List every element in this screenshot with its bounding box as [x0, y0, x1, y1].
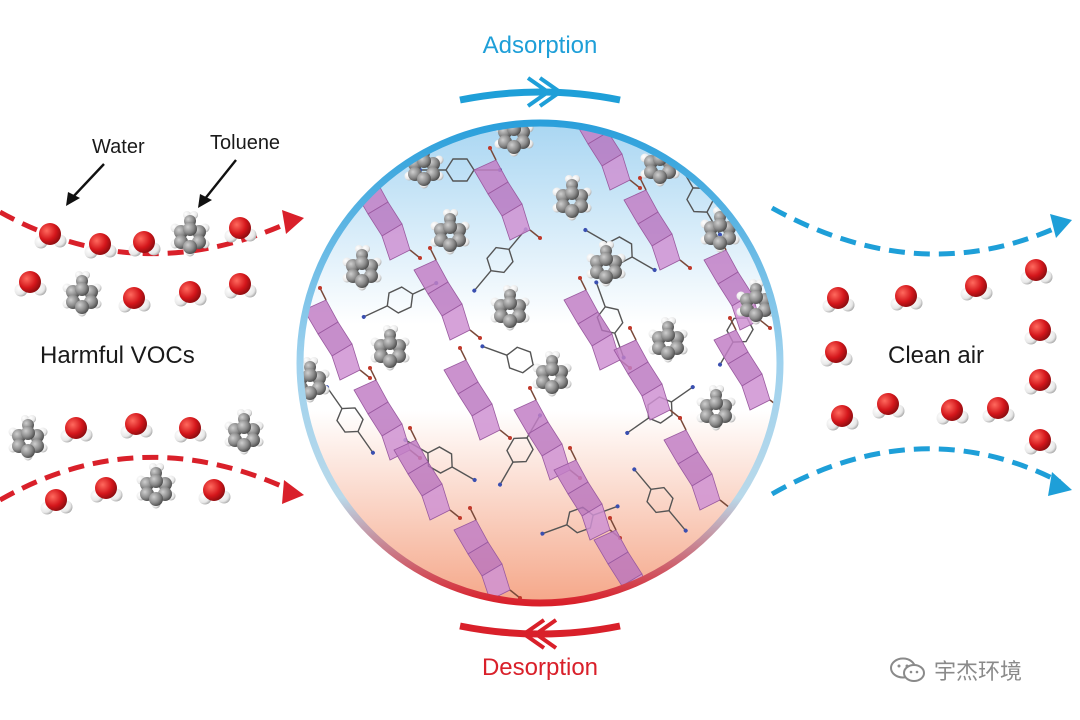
wechat-icon — [890, 657, 925, 682]
desorption-label: Desorption — [481, 654, 599, 681]
arrowhead-icon — [198, 194, 212, 208]
clean-flow-arrows — [770, 205, 1072, 497]
callout-arrows — [66, 159, 237, 208]
arrowhead-icon — [282, 210, 304, 234]
arrowhead-icon — [282, 480, 304, 504]
water-callout-label: Water — [92, 136, 145, 158]
harmful-vocs-label: Harmful VOCs — [40, 342, 195, 369]
clean-air-label: Clean air — [888, 342, 985, 369]
arrowhead-icon — [1050, 214, 1072, 238]
desorption-arrow — [459, 618, 621, 650]
mof-sphere — [296, 119, 784, 607]
arrowhead-icon — [66, 192, 80, 206]
toluene-callout-label: Toluene — [210, 132, 281, 154]
watermark: 宇杰环境 — [888, 654, 1022, 686]
adsorption-label: Adsorption — [482, 32, 598, 59]
watermark-text: 宇杰环境 — [934, 659, 1023, 684]
adsorption-arrow — [459, 76, 621, 108]
arrowhead-icon — [1048, 472, 1072, 496]
